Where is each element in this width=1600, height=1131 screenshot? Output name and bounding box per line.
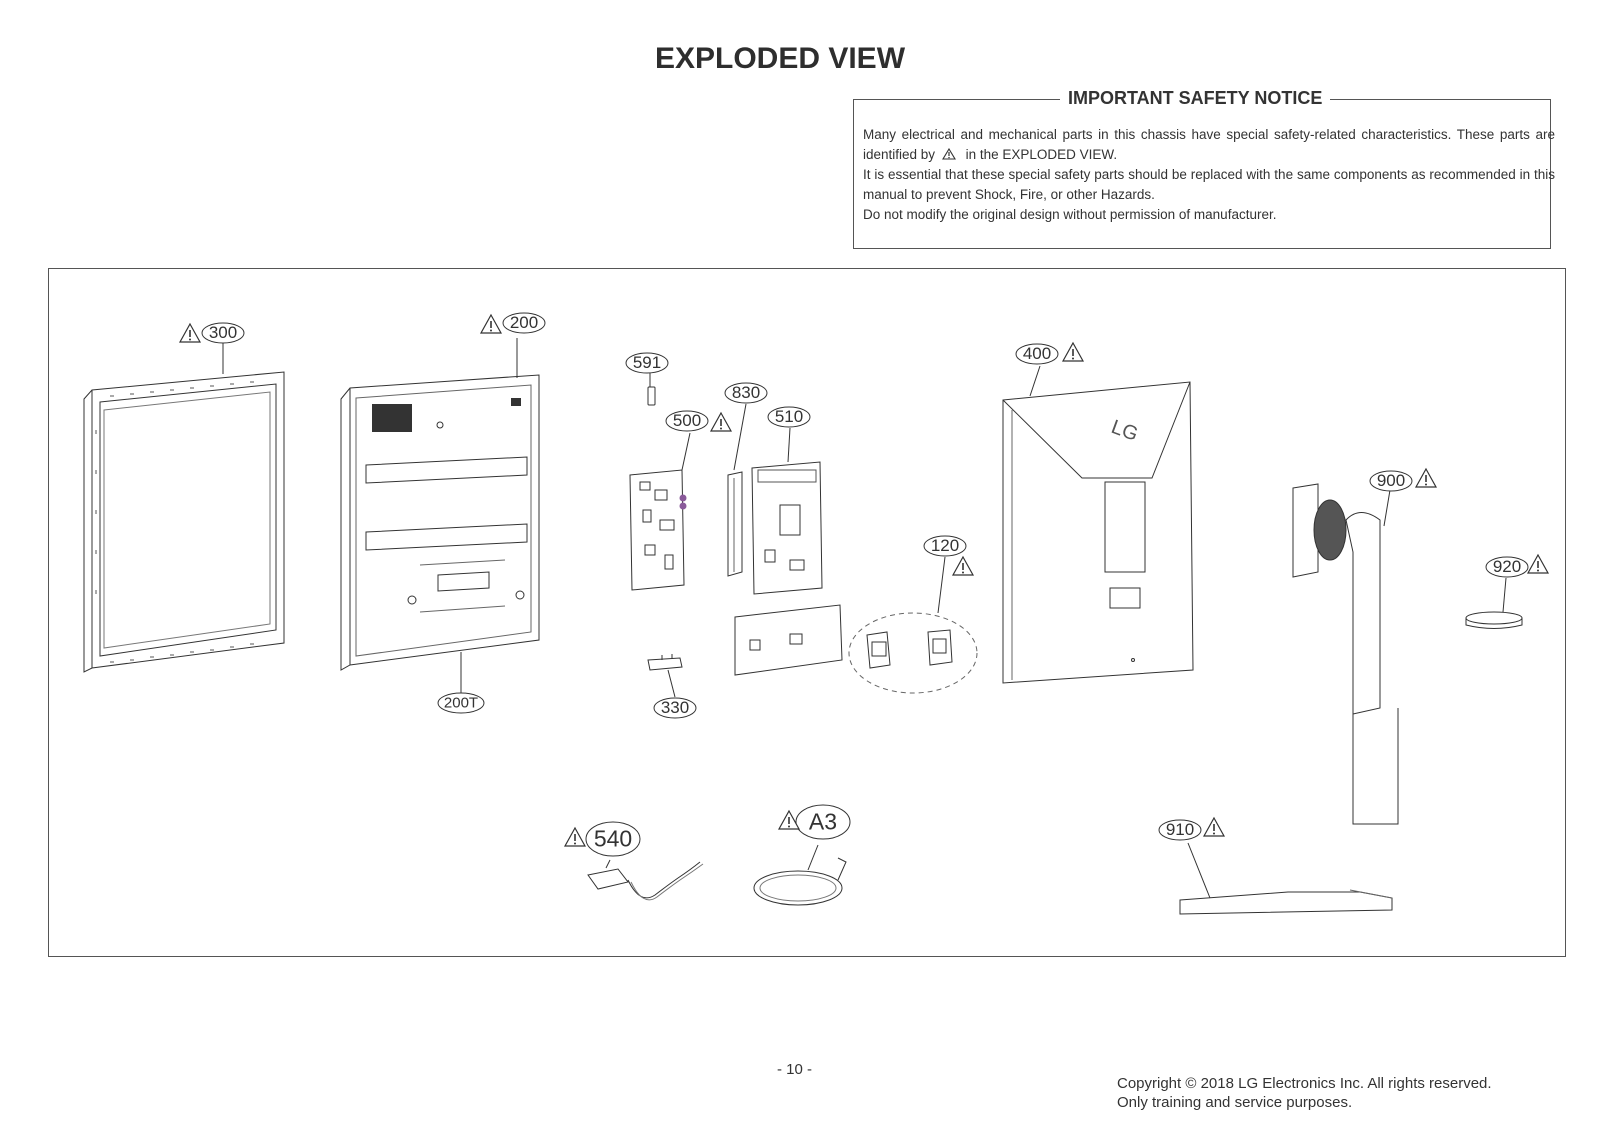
callout-510: 510	[774, 407, 804, 426]
safety-notice-line2: It is essential that these special safet…	[863, 167, 1555, 202]
safety-notice-body: Many electrical and mechanical parts in …	[863, 125, 1555, 225]
copyright-notice: Copyright © 2018 LG Electronics Inc. All…	[1117, 1074, 1492, 1112]
warning-triangle-icon	[564, 827, 586, 847]
callout-oval-120	[923, 535, 967, 557]
callout-330: 330	[660, 698, 690, 717]
callout-400: 400	[1022, 344, 1052, 363]
callout-oval-400	[1015, 343, 1059, 365]
part-330-module	[647, 654, 683, 698]
warning-triangle-icon	[1415, 468, 1437, 488]
warning-triangle-icon	[179, 323, 201, 343]
callout-oval-330	[653, 697, 697, 719]
callout-oval-200T	[437, 692, 485, 714]
callout-oval-200	[502, 312, 546, 334]
copyright-line-1: Copyright © 2018 LG Electronics Inc. All…	[1117, 1075, 1492, 1092]
part-510-power-bracket	[734, 427, 843, 676]
callout-oval-591	[625, 352, 669, 374]
part-920-cap	[1465, 577, 1523, 629]
callout-oval-500	[665, 410, 709, 432]
warning-triangle-icon	[1203, 817, 1225, 837]
part-400-back-cover: LG	[1002, 365, 1194, 684]
callout-oval-540	[585, 821, 641, 857]
callout-500: 500	[672, 411, 702, 430]
safety-notice-heading: IMPORTANT SAFETY NOTICE	[1060, 88, 1331, 109]
part-900-stand-body	[1292, 483, 1399, 825]
callout-900: 900	[1376, 471, 1406, 490]
safety-notice-paragraph-1: Many electrical and mechanical parts in …	[863, 125, 1555, 165]
warning-triangle-icon	[710, 412, 732, 432]
part-a3-power-cord	[753, 844, 847, 906]
callout-300: 300	[208, 323, 238, 342]
callout-oval-910	[1158, 819, 1202, 841]
callout-540: 540	[593, 825, 633, 852]
part-830-insulator	[727, 403, 747, 577]
safety-notice-line1: Many electrical and mechanical parts in …	[863, 127, 1555, 162]
warning-triangle-icon	[941, 148, 956, 160]
callout-oval-510	[767, 406, 811, 428]
callout-200: 200	[509, 313, 539, 332]
callout-oval-300	[201, 322, 245, 344]
safety-warning-icons	[179, 314, 1549, 847]
callout-591: 591	[632, 353, 662, 372]
part-540-adapter	[587, 859, 704, 901]
callout-oval-830	[724, 382, 768, 404]
callout-oval-A3	[795, 804, 851, 840]
callout-200T: 200T	[443, 694, 479, 712]
warning-triangle-icon	[1062, 342, 1084, 362]
copyright-line-2: Only training and service purposes.	[1117, 1094, 1353, 1111]
part-910-stand-base	[1179, 842, 1393, 915]
exploded-view-frame	[48, 268, 1566, 957]
warning-triangle-icon	[1527, 554, 1549, 574]
warning-triangle-icon	[480, 314, 502, 334]
part-120-hinge-group	[848, 556, 978, 694]
part-500-main-board	[629, 432, 691, 591]
page-title: EXPLODED VIEW	[654, 42, 906, 75]
warning-triangle-icon	[952, 556, 974, 576]
callout-A3: A3	[808, 808, 838, 835]
callout-830: 830	[731, 383, 761, 402]
svg-text:LG: LG	[1108, 416, 1141, 446]
part-200-rear-chassis	[340, 338, 540, 697]
safety-notice-line3: Do not modify the original design withou…	[863, 207, 1277, 222]
callout-120: 120	[930, 536, 960, 555]
callout-oval-920	[1485, 556, 1529, 578]
callout-910: 910	[1165, 820, 1195, 839]
safety-notice-line1-end: in the EXPLODED VIEW.	[965, 147, 1118, 162]
part-300-front-bezel	[83, 337, 285, 673]
callout-920: 920	[1492, 557, 1522, 576]
callout-oval-900	[1369, 470, 1413, 492]
page-number: - 10 -	[777, 1061, 813, 1078]
part-591-bracket	[647, 372, 656, 406]
